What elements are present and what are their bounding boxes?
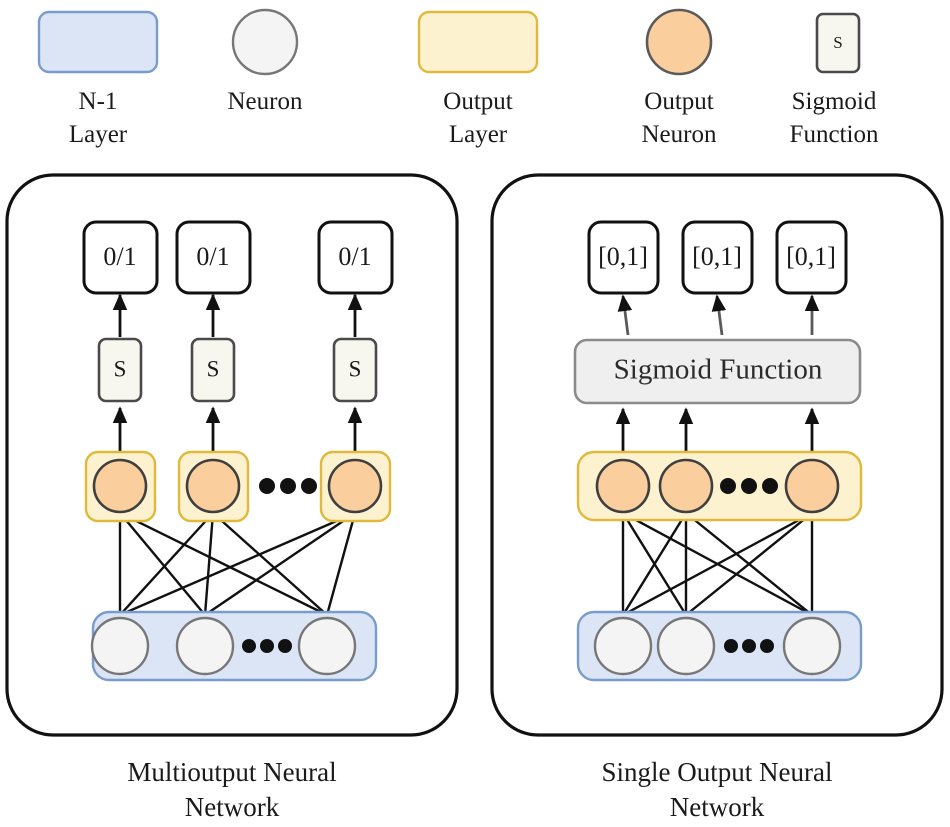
- panel-caption-multioutput-line2: Network: [185, 792, 280, 822]
- output-value-box: [82, 220, 159, 295]
- input-layer-ellipsis-multioutput: [242, 639, 292, 653]
- output-value-box: [175, 220, 252, 295]
- output-value-label: 0/1: [103, 242, 136, 271]
- output-neuron: [658, 458, 714, 514]
- panel-caption-single-output-line2: Network: [670, 792, 765, 822]
- arrows-neuron-to-sigmoid-multioutput: [112, 406, 363, 455]
- legend-item-output-layer: Output Layer: [417, 10, 539, 148]
- output-neuron: [185, 458, 241, 514]
- output-neuron: [327, 458, 383, 514]
- edges-single-output: [621, 511, 814, 617]
- legend-label-output-neuron-line2: Neuron: [642, 121, 717, 148]
- input-layer-multioutput: [90, 610, 378, 682]
- output-value-box: [681, 220, 754, 295]
- sigmoid-box-label: S: [114, 356, 127, 381]
- output-neuron: [595, 458, 651, 514]
- output-value-box: [317, 220, 394, 295]
- legend-sigmoid-glyph: S: [833, 33, 842, 52]
- edges-multioutput: [118, 511, 357, 617]
- legend-label-output-layer-line2: Layer: [449, 121, 508, 148]
- panel-caption-multioutput-line1: Multioutput Neural: [127, 757, 336, 787]
- sigmoid-box: [190, 337, 236, 403]
- output-value-boxes-single-output: [0,1] [0,1] [0,1]: [587, 220, 848, 295]
- panel-single-output: Sigmoid Function [0,1] [0,1] [0,1] Singl…: [490, 173, 944, 822]
- legend-label-n1-layer-line1: N-1: [79, 88, 118, 115]
- legend-swatch-sigmoid-function: [815, 12, 861, 74]
- legend-item-sigmoid-function: S Sigmoid Function: [790, 12, 879, 148]
- output-layer-ellipsis-single-output: [720, 478, 778, 494]
- sigmoid-box-label: S: [207, 356, 220, 381]
- input-neuron: [782, 616, 842, 676]
- input-layer-single-output: [576, 610, 863, 682]
- sigmoid-function-bar: Sigmoid Function: [573, 338, 862, 405]
- legend-swatch-output-layer: [417, 10, 539, 74]
- sigmoid-function-bar-label: Sigmoid Function: [614, 354, 823, 386]
- sigmoid-boxes-multioutput: S S S: [97, 337, 378, 403]
- arrows-sigmoid-to-output-multioutput: [112, 293, 363, 337]
- legend-item-n1-layer: N-1 Layer: [37, 10, 159, 148]
- sigmoid-box: [332, 337, 378, 403]
- input-neuron: [656, 616, 716, 676]
- legend-item-output-neuron: Output Neuron: [642, 8, 717, 148]
- input-neuron: [297, 616, 357, 676]
- output-value-boxes-multioutput: 0/1 0/1 0/1: [82, 220, 394, 295]
- legend-label-output-neuron-line1: Output: [644, 88, 714, 115]
- sigmoid-function-bar-box: [573, 338, 862, 405]
- legend-label-sigmoid-line1: Sigmoid: [792, 88, 877, 115]
- legend-item-neuron: Neuron: [228, 8, 303, 115]
- output-value-box: [775, 220, 848, 295]
- legend: N-1 Layer Neuron Output Layer Output Neu…: [37, 8, 879, 148]
- sigmoid-box-label: S: [349, 356, 362, 381]
- output-neuron: [784, 458, 840, 514]
- legend-swatch-output-neuron: [645, 8, 713, 76]
- output-value-label: 0/1: [196, 242, 229, 271]
- input-layer-ellipsis-single-output: [724, 639, 774, 653]
- input-neuron: [90, 616, 150, 676]
- input-neuron: [593, 616, 653, 676]
- legend-label-n1-layer-line2: Layer: [69, 121, 128, 148]
- panel-caption-single-output-line1: Single Output Neural: [602, 757, 833, 787]
- legend-label-output-layer-line1: Output: [443, 88, 513, 115]
- output-value-box: [587, 220, 660, 295]
- output-layer-multioutput: [84, 450, 392, 523]
- arrows-sigmoid-to-output-single-output: [617, 294, 820, 336]
- input-neuron: [175, 616, 235, 676]
- sigmoid-box: [97, 337, 143, 403]
- output-layer-box-single-output: [576, 450, 863, 522]
- output-value-label: [0,1]: [786, 242, 836, 271]
- output-layer-ellipsis-multioutput: [259, 478, 317, 494]
- legend-label-sigmoid-line2: Function: [790, 121, 879, 148]
- legend-label-neuron-line1: Neuron: [228, 88, 303, 115]
- output-neuron: [92, 458, 148, 514]
- output-value-label: [0,1]: [598, 242, 648, 271]
- legend-swatch-neuron: [231, 8, 299, 76]
- panel-multioutput: S S S 0/1 0/1 0/1 Multioutput Neural Net…: [5, 173, 459, 822]
- legend-swatch-n1-layer: [37, 10, 159, 74]
- output-layer-single-output: [576, 450, 863, 522]
- output-value-label: 0/1: [338, 242, 371, 271]
- output-value-label: [0,1]: [692, 242, 742, 271]
